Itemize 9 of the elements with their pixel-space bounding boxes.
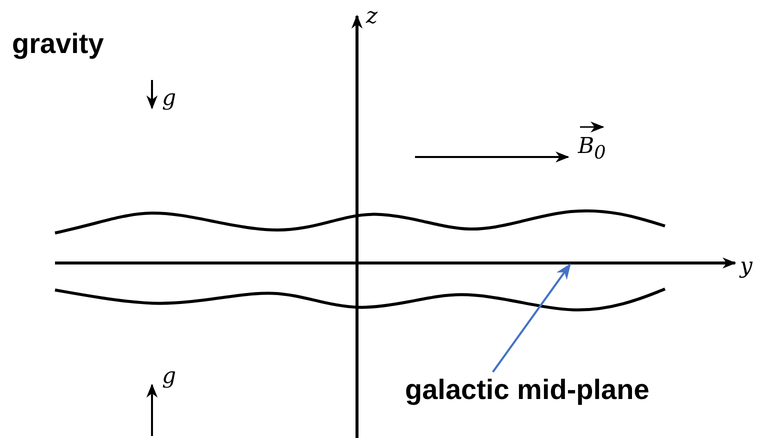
symbol-label: g xyxy=(162,366,176,388)
callout-text: galactic mid-plane xyxy=(405,376,650,404)
symbol-label: g xyxy=(162,88,176,110)
y-axis xyxy=(55,257,736,269)
symbol-label: B$_{0}$ xyxy=(578,136,606,163)
axis-label: y xyxy=(740,256,752,278)
leader-line xyxy=(492,263,571,373)
heading: gravity xyxy=(12,30,104,58)
axis-label: z xyxy=(366,6,378,28)
